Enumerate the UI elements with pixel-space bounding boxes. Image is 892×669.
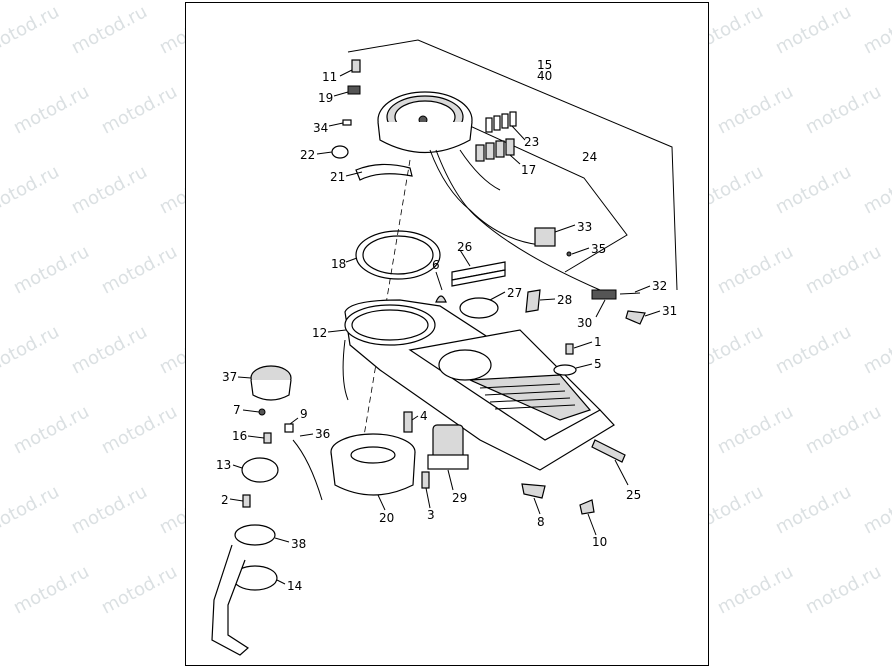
stud-4 <box>403 411 413 433</box>
lens-6 <box>435 295 447 303</box>
ignition-switch-37 <box>250 365 292 401</box>
nut-19 <box>347 85 361 95</box>
callout-9: 9 <box>300 407 308 421</box>
screw-34 <box>342 119 352 126</box>
voltage-regulator-29 <box>427 424 469 470</box>
leader-lines <box>229 69 661 585</box>
callout-1: 1 <box>594 335 602 349</box>
connector-33 <box>534 227 556 247</box>
callout-27: 27 <box>507 286 522 300</box>
callout-36: 36 <box>315 427 330 441</box>
callout-35: 35 <box>591 242 606 256</box>
socket-set-17 <box>475 138 515 162</box>
callout-25: 25 <box>626 488 641 502</box>
callout-33: 33 <box>577 220 592 234</box>
callout-21: 21 <box>330 170 345 184</box>
screw-16 <box>263 432 272 444</box>
console-base-20 <box>330 433 416 496</box>
callout-37: 37 <box>222 370 237 384</box>
console-housing-12 <box>342 299 615 471</box>
wiring-harness-lead <box>435 149 601 291</box>
callout-8: 8 <box>537 515 545 529</box>
connector-30 <box>591 289 617 300</box>
screw-3 <box>421 471 430 489</box>
indicator-strip-26 <box>451 261 506 287</box>
callout-30: 30 <box>577 316 592 330</box>
callout-22: 22 <box>300 148 315 162</box>
callout-14: 14 <box>287 579 302 593</box>
speedometer-cable <box>355 163 413 181</box>
clip-10 <box>579 499 595 515</box>
trim-plate-25 <box>591 439 626 463</box>
bracket-28 <box>525 289 541 313</box>
callout-23: 23 <box>524 135 539 149</box>
callout-38: 38 <box>291 537 306 551</box>
callout-13: 13 <box>216 458 231 472</box>
bulb-set-23 <box>485 111 517 133</box>
mounting-plate-38 <box>234 524 276 546</box>
nut-7 <box>258 408 266 416</box>
callout-5: 5 <box>594 357 602 371</box>
callout-17: 17 <box>521 163 536 177</box>
callout-6: 6 <box>432 258 440 272</box>
bracket-31 <box>625 310 646 325</box>
screw-1 <box>565 343 574 355</box>
callout-31: 31 <box>662 304 677 318</box>
wiring-branch <box>459 149 501 191</box>
callout-7: 7 <box>233 403 241 417</box>
gasket-13 <box>241 457 279 483</box>
callout-20: 20 <box>379 511 394 525</box>
grommet-22 <box>331 145 349 159</box>
bracket-9 <box>284 423 294 433</box>
screw-2 <box>242 494 251 508</box>
callout-11: 11 <box>322 70 337 84</box>
callout-4: 4 <box>420 409 428 423</box>
callout-12: 12 <box>312 326 327 340</box>
callout-29: 29 <box>452 491 467 505</box>
callout-40: 40 <box>537 69 552 83</box>
screw-11 <box>351 59 361 73</box>
group-bracket-15-40 <box>347 39 678 291</box>
callout-28: 28 <box>557 293 572 307</box>
callout-18: 18 <box>331 257 346 271</box>
screw-35 <box>566 251 572 257</box>
callout-10: 10 <box>592 535 607 549</box>
callout-15: 15 <box>537 58 552 72</box>
washer-5 <box>553 364 577 376</box>
speedometer-gauge <box>377 91 473 154</box>
callout-labels: 11 19 34 22 21 15 40 23 17 24 33 35 18 2… <box>216 58 677 593</box>
gasket-ring-18 <box>355 230 441 280</box>
callout-2: 2 <box>221 493 229 507</box>
clip-8 <box>521 483 546 499</box>
callout-19: 19 <box>318 91 333 105</box>
gasket-27 <box>459 297 499 319</box>
support-bracket <box>211 544 249 656</box>
callout-32: 32 <box>652 279 667 293</box>
wire-36 <box>292 439 323 501</box>
callout-16: 16 <box>232 429 247 443</box>
callout-34: 34 <box>313 121 328 135</box>
callout-24: 24 <box>582 150 597 164</box>
callout-3: 3 <box>427 508 435 522</box>
screw-32 <box>619 292 641 295</box>
callout-26: 26 <box>457 240 472 254</box>
